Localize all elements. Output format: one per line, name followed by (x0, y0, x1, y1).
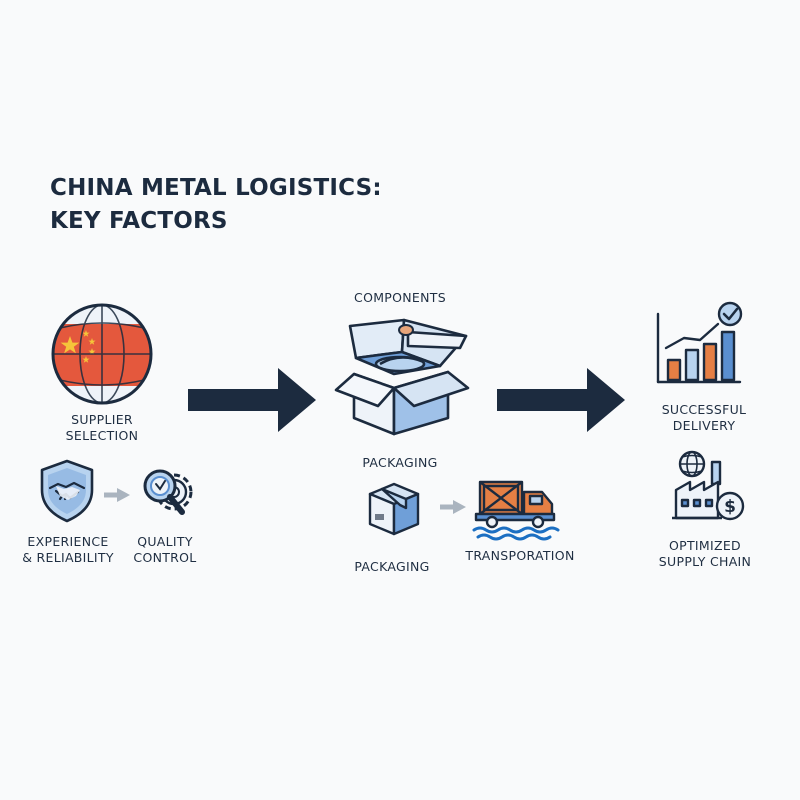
packaging-sub-label: PACKAGING (354, 559, 430, 574)
successful-delivery-label: SUCCESSFUL DELIVERY (661, 402, 747, 433)
china-globe-icon (48, 300, 156, 408)
arrow-right-small-icon (104, 488, 130, 502)
title-line-1: CHINA METAL LOGISTICS: (50, 175, 382, 201)
title-line-2: KEY FACTORS (50, 208, 228, 234)
arrow-right-small-icon (440, 500, 466, 514)
handshake-shield-icon (38, 458, 96, 524)
optimized-supply-chain-label: OPTIMIZED SUPPLY CHAIN (658, 538, 752, 569)
arrow-right-icon (188, 368, 316, 432)
quality-control-label: QUALITY CONTROL (133, 534, 197, 565)
svg-text:$: $ (724, 497, 736, 517)
package-icon (364, 478, 424, 538)
components-label: COMPONENTS (354, 290, 446, 305)
factory-globe-dollar-icon: $ (668, 448, 748, 528)
experience-reliability-label: EXPERIENCE & RELIABILITY (22, 534, 114, 565)
page-title: CHINA METAL LOGISTICS: KEY FACTORS (50, 172, 382, 238)
supplier-selection-label: SUPPLIER SELECTION (65, 412, 139, 443)
open-box-icon (328, 316, 476, 438)
packaging-label: PACKAGING (362, 455, 438, 470)
magnifier-gear-icon (138, 462, 200, 524)
truck-icon (472, 478, 564, 541)
transportation-label: TRANSPORATION (465, 548, 575, 563)
arrow-right-icon (497, 368, 625, 432)
bar-chart-check-icon (652, 300, 744, 386)
